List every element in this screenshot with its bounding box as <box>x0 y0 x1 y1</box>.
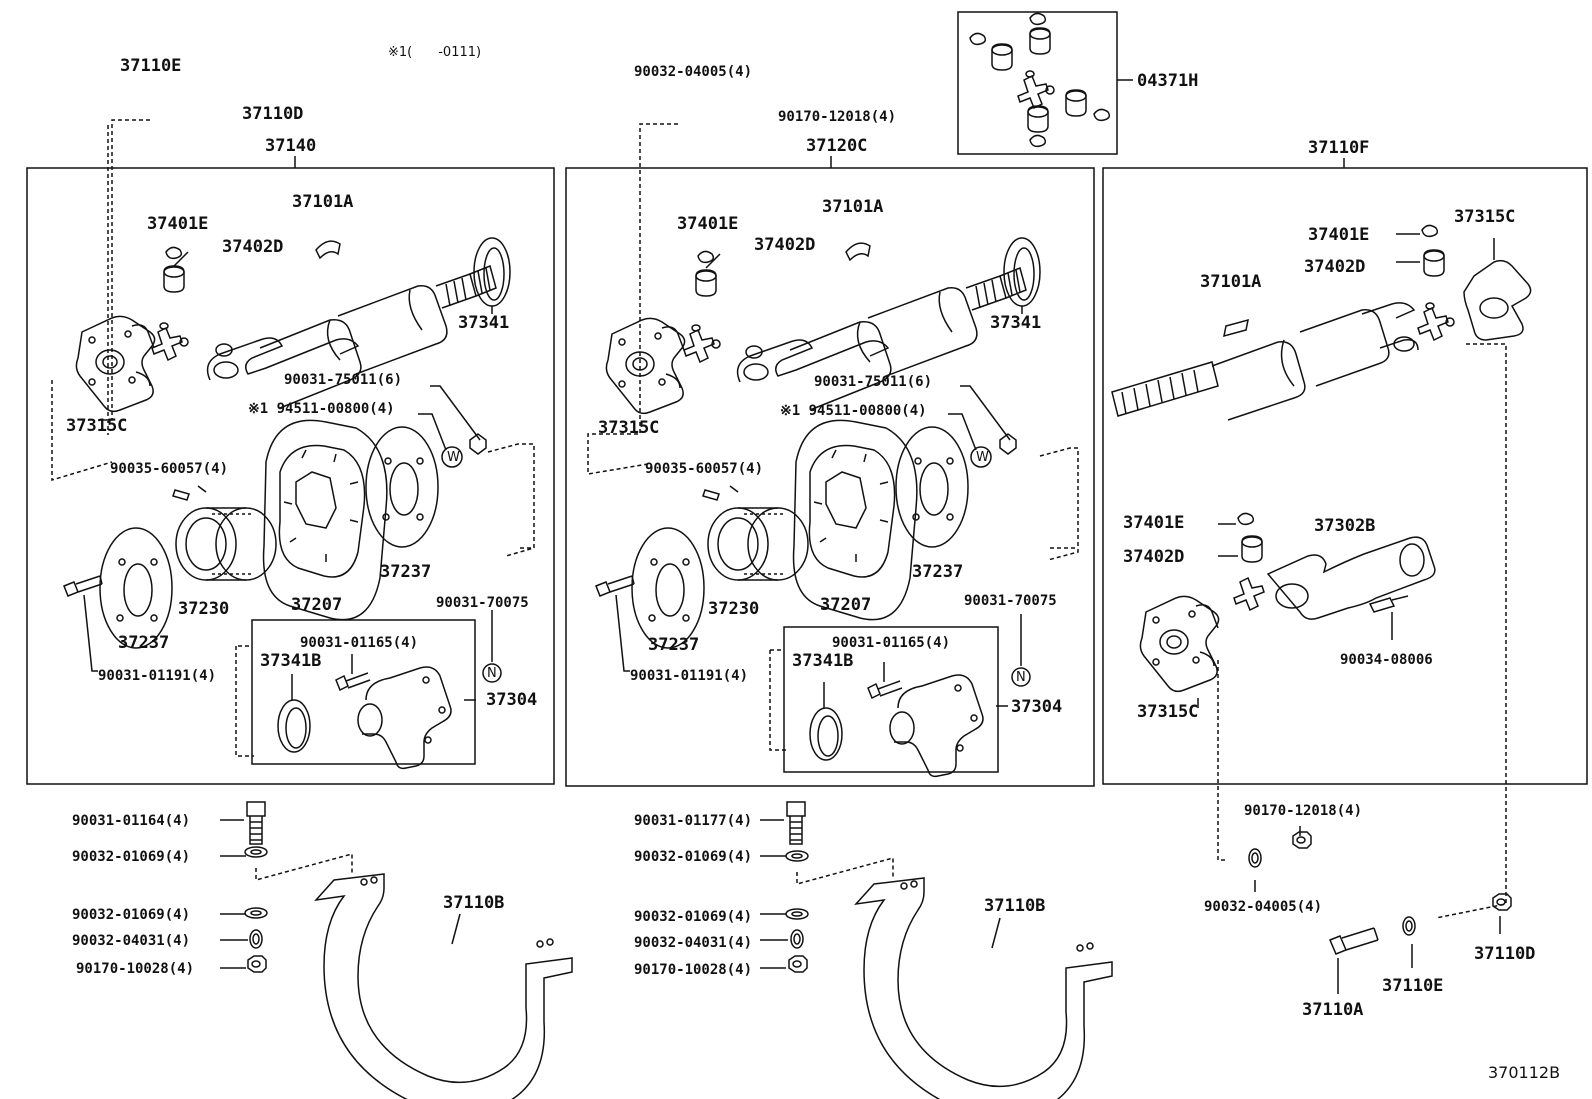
part-37401E[interactable]: 37401E <box>147 214 209 234</box>
part-37315C[interactable]: 37315C <box>598 418 660 438</box>
part-90031-70075[interactable]: 90031-70075 <box>436 595 529 611</box>
diagram-code: 370112B <box>1488 1063 1561 1082</box>
part-37110D[interactable]: 37110D <box>242 104 304 124</box>
part-37110B[interactable]: 37110B <box>443 893 505 913</box>
part-37230[interactable]: 37230 <box>708 599 760 619</box>
part-37207[interactable]: 37207 <box>291 595 343 615</box>
part-90031-70075[interactable]: 90031-70075 <box>964 593 1057 609</box>
part-37402D[interactable]: 37402D <box>222 237 284 257</box>
part-37207[interactable]: 37207 <box>820 595 872 615</box>
part-90031-01164[interactable]: 90031-01164(4) <box>72 813 191 829</box>
part-90170-10028[interactable]: 90170-10028(4) <box>76 961 195 977</box>
part-90031-01177[interactable]: 90031-01177(4) <box>634 813 753 829</box>
part-37401E[interactable]: 37401E <box>677 214 739 234</box>
part-37110D[interactable]: 37110D <box>1474 944 1536 964</box>
part-37341B[interactable]: 37341B <box>792 651 854 671</box>
marker-w: W <box>976 450 989 465</box>
part-90031-01191[interactable]: 90031-01191(4) <box>98 668 217 684</box>
marker-n: N <box>487 666 497 681</box>
part-37402D-lower[interactable]: 37402D <box>1123 547 1185 567</box>
part-90031-01165[interactable]: 90031-01165(4) <box>832 635 951 651</box>
part-37101A[interactable]: 37101A <box>822 197 884 217</box>
part-37402D[interactable]: 37402D <box>754 235 816 255</box>
part-90031-01191[interactable]: 90031-01191(4) <box>630 668 749 684</box>
part-37110B[interactable]: 37110B <box>984 896 1046 916</box>
part-90032-01069-lower[interactable]: 90032-01069(4) <box>634 909 753 925</box>
part-37237-outer[interactable]: 37237 <box>912 562 964 582</box>
part-90031-75011[interactable]: 90031-75011(6) <box>284 372 403 388</box>
part-90035-60057[interactable]: 90035-60057(4) <box>110 461 229 477</box>
part-37230[interactable]: 37230 <box>178 599 230 619</box>
part-37237-inner[interactable]: 37237 <box>118 633 170 653</box>
part-94511-00800[interactable]: ※1 94511-00800(4) <box>248 401 395 417</box>
part-37110A[interactable]: 37110A <box>1302 1000 1364 1020</box>
part-90032-04031[interactable]: 90032-04031(4) <box>72 933 191 949</box>
part-37110E[interactable]: 37110E <box>1382 976 1444 996</box>
part-37315C[interactable]: 37315C <box>66 416 128 436</box>
part-90032-01069-lower[interactable]: 90032-01069(4) <box>72 907 191 923</box>
part-90170-12018[interactable]: 90170-12018(4) <box>778 109 897 125</box>
part-37401E-lower[interactable]: 37401E <box>1123 513 1185 533</box>
part-90031-75011[interactable]: 90031-75011(6) <box>814 374 933 390</box>
panel-title-middle[interactable]: 37120C <box>806 136 868 156</box>
part-90035-60057[interactable]: 90035-60057(4) <box>645 461 764 477</box>
part-90031-01165[interactable]: 90031-01165(4) <box>300 635 419 651</box>
panel-title-right[interactable]: 37110F <box>1308 138 1370 158</box>
part-37315C-lower[interactable]: 37315C <box>1137 702 1199 722</box>
panel-title-left[interactable]: 37140 <box>265 136 317 156</box>
part-37237-outer[interactable]: 37237 <box>380 562 432 582</box>
marker-w: W <box>447 450 460 465</box>
part-37110E[interactable]: 37110E <box>120 56 182 76</box>
part-90170-10028[interactable]: 90170-10028(4) <box>634 962 753 978</box>
inset-code[interactable]: 04371H <box>1137 71 1199 91</box>
part-90032-04005[interactable]: 90032-04005(4) <box>1204 899 1323 915</box>
part-37341[interactable]: 37341 <box>990 313 1042 333</box>
part-37304[interactable]: 37304 <box>1011 697 1063 717</box>
part-90032-01069-upper[interactable]: 90032-01069(4) <box>72 849 191 865</box>
part-37315C-upper[interactable]: 37315C <box>1454 207 1516 227</box>
part-37237-inner[interactable]: 37237 <box>648 635 700 655</box>
applicability-note: ※1( -0111) <box>388 45 482 60</box>
part-37304[interactable]: 37304 <box>486 690 538 710</box>
part-37302B[interactable]: 37302B <box>1314 516 1376 536</box>
marker-n: N <box>1016 670 1026 685</box>
part-90032-01069-upper[interactable]: 90032-01069(4) <box>634 849 753 865</box>
part-37341B[interactable]: 37341B <box>260 651 322 671</box>
part-37401E-upper[interactable]: 37401E <box>1308 225 1370 245</box>
part-37402D-upper[interactable]: 37402D <box>1304 257 1366 277</box>
part-90034-08006[interactable]: 90034-08006 <box>1340 652 1433 668</box>
part-90170-12018[interactable]: 90170-12018(4) <box>1244 803 1363 819</box>
part-90032-04031[interactable]: 90032-04031(4) <box>634 935 753 951</box>
part-94511-00800[interactable]: ※1 94511-00800(4) <box>780 403 927 419</box>
part-37101A[interactable]: 37101A <box>292 192 354 212</box>
part-37101A[interactable]: 37101A <box>1200 272 1262 292</box>
part-90032-04005[interactable]: 90032-04005(4) <box>634 64 753 80</box>
part-37341[interactable]: 37341 <box>458 313 510 333</box>
